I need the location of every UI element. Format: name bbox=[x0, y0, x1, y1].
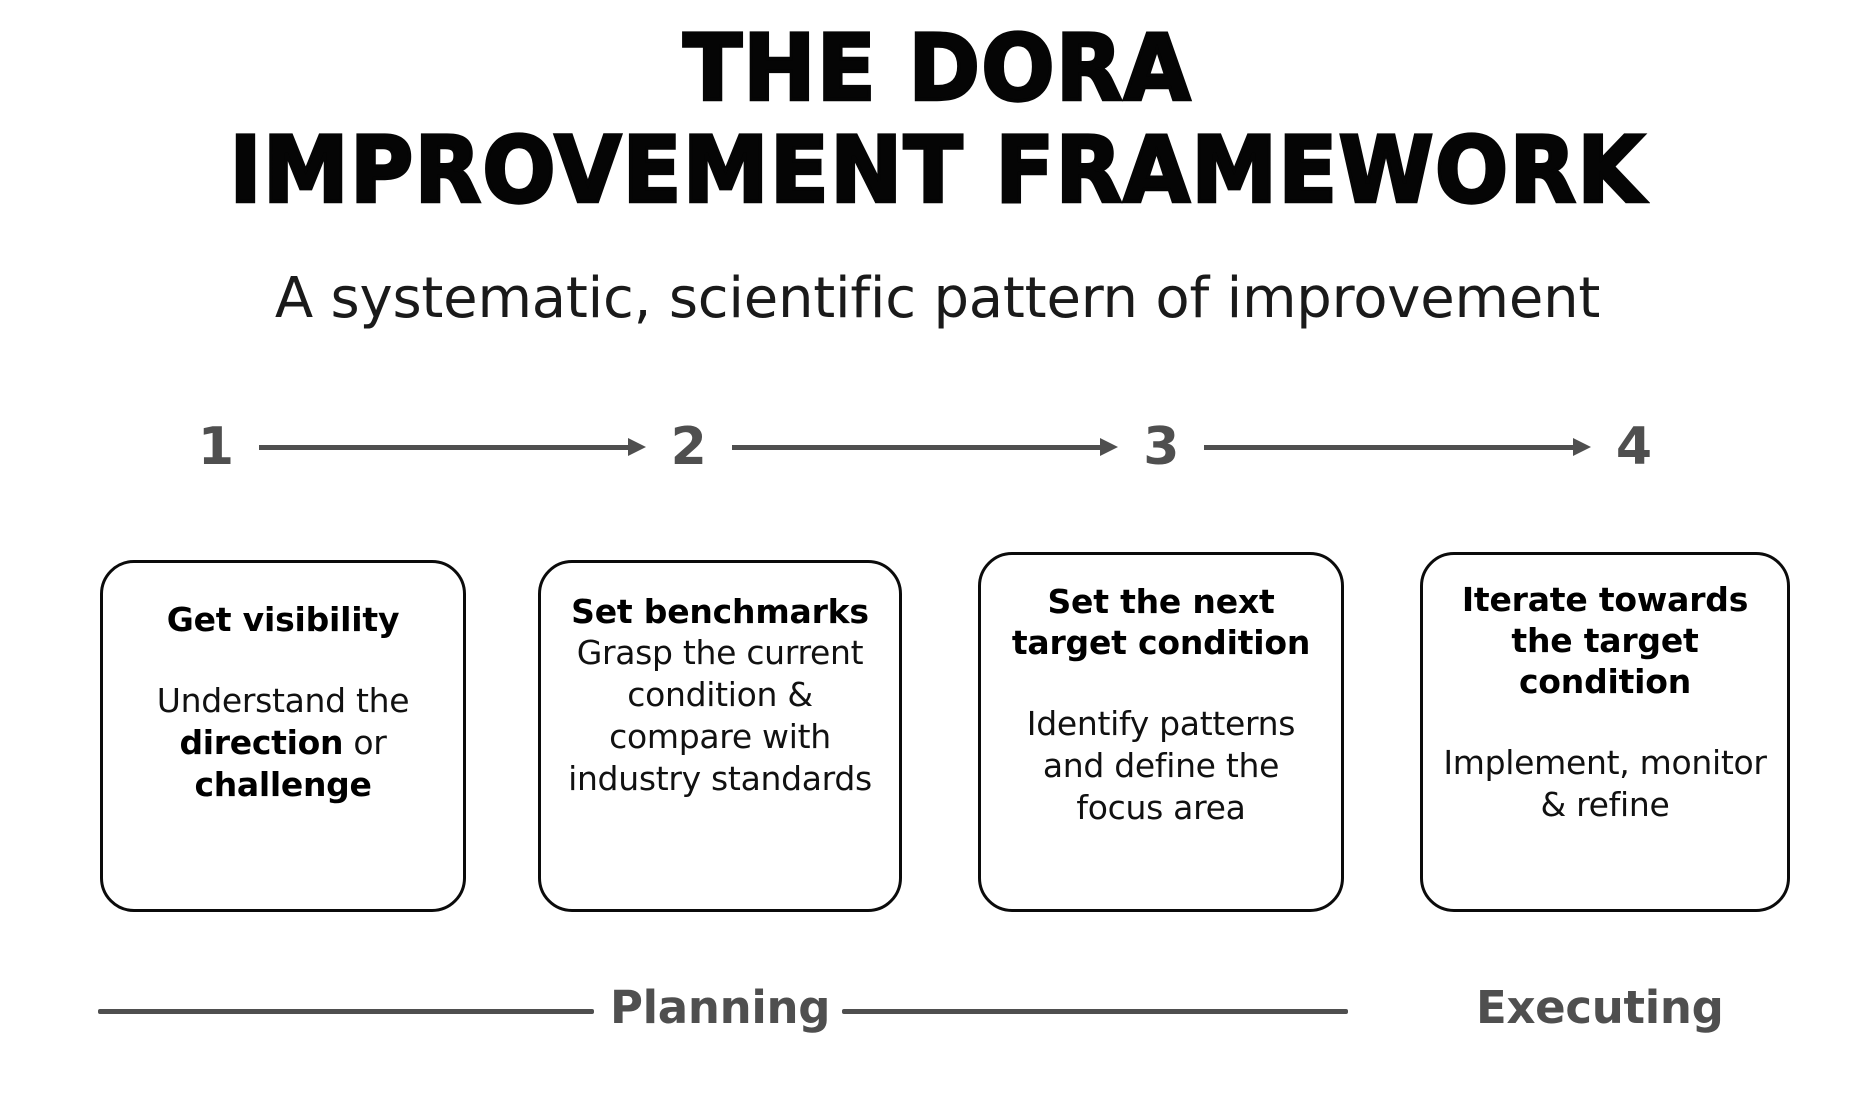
title-line-1: THE DORA bbox=[682, 14, 1192, 123]
step-card-4-heading: Iterate towards the target condition bbox=[1461, 580, 1749, 701]
phase-rule-right bbox=[842, 1009, 1348, 1014]
phase-label-executing: Executing bbox=[1476, 981, 1724, 1034]
arrow-1-to-2-icon bbox=[259, 436, 646, 458]
step-card-1-heading: Get visibility bbox=[166, 600, 400, 639]
step-card-4: Iterate towards the target condition Imp… bbox=[1420, 552, 1790, 912]
step-number-2: 2 bbox=[670, 417, 707, 477]
step-sequence: 1 2 3 4 bbox=[195, 412, 1655, 482]
step-number-1: 1 bbox=[197, 417, 235, 477]
arrow-head bbox=[1573, 438, 1592, 456]
phase-label-planning: Planning bbox=[610, 981, 831, 1034]
arrow-head bbox=[1100, 438, 1119, 456]
phase-rule-left bbox=[98, 1009, 594, 1014]
step-number-3: 3 bbox=[1143, 417, 1180, 477]
step-card-2-body: Grasp the current condition & compare wi… bbox=[568, 633, 872, 798]
arrow-shaft bbox=[259, 445, 635, 450]
step-card-2: Set benchmarks Grasp the current conditi… bbox=[538, 560, 902, 912]
page-subtitle: A systematic, scientific pattern of impr… bbox=[274, 266, 1601, 331]
step-card-3-heading: Set the next target condition bbox=[1011, 582, 1311, 662]
step-card-3-body: Identify patterns and define the focus a… bbox=[1026, 704, 1296, 827]
step-card-1: Get visibility Understand the direction … bbox=[100, 560, 466, 912]
arrow-shaft bbox=[1204, 445, 1581, 450]
title-line-2: IMPROVEMENT FRAMEWORK bbox=[228, 116, 1646, 225]
page-title: THE DORA IMPROVEMENT FRAMEWORK bbox=[0, 14, 1875, 225]
arrow-shaft bbox=[731, 445, 1108, 450]
arrow-2-to-3-icon bbox=[731, 436, 1119, 458]
step-card-4-body: Implement, monitor & refine bbox=[1443, 743, 1767, 824]
step-card-1-body: Understand the direction or challenge bbox=[156, 681, 410, 804]
step-card-3: Set the next target condition Identify p… bbox=[978, 552, 1344, 912]
phase-legend: Planning Executing bbox=[0, 975, 1875, 1055]
arrow-3-to-4-icon bbox=[1204, 436, 1592, 458]
step-card-2-heading: Set benchmarks bbox=[571, 592, 869, 631]
step-number-4: 4 bbox=[1615, 417, 1653, 477]
arrow-head bbox=[627, 438, 646, 456]
